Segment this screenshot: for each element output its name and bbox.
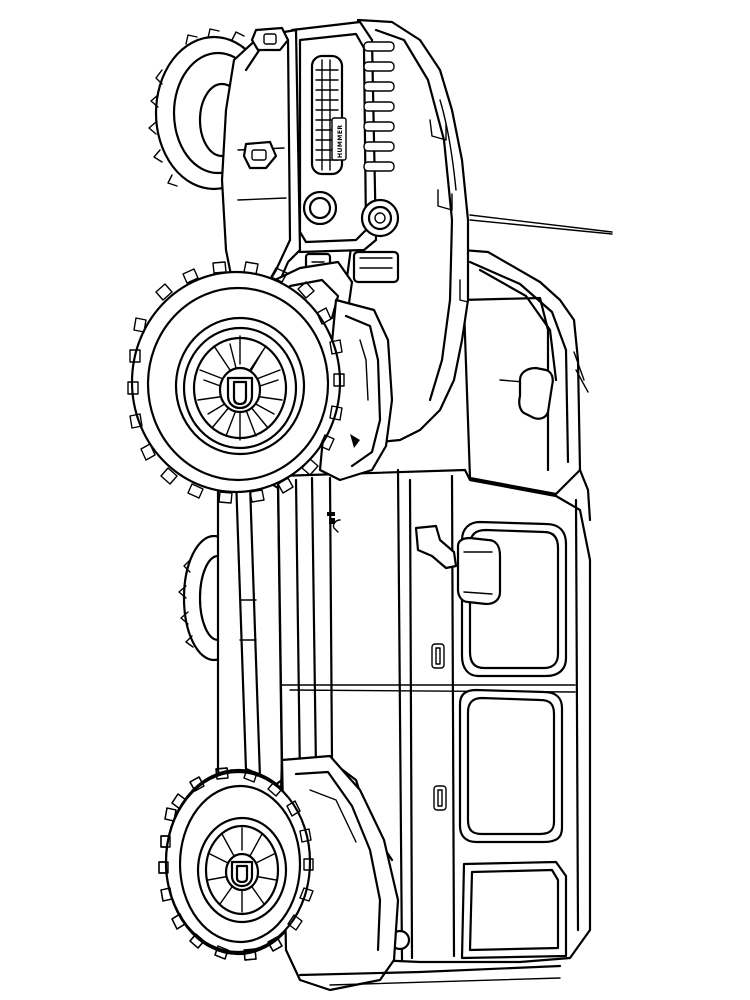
side-mirror: [414, 524, 502, 606]
door-handle-rear: [433, 785, 447, 811]
front-near-wheel: [127, 261, 345, 504]
grille-slots: [363, 41, 395, 172]
antenna: [469, 214, 613, 235]
door-handle-front: [431, 643, 445, 669]
badge-text: HUMMER: [337, 124, 344, 158]
grille-badge: HUMMER: [331, 117, 347, 161]
front-fender: [318, 298, 394, 482]
rear-near-wheel-overlay: [158, 767, 314, 961]
rim-spokes-front: [197, 335, 283, 441]
roof-windshield: [458, 248, 592, 522]
tread-front: [127, 261, 345, 504]
rear-bumper: [298, 964, 562, 986]
rear-fender: [280, 754, 400, 992]
headlights: [302, 190, 400, 238]
tow-hooks: [242, 26, 290, 170]
mesh-grille: [310, 54, 344, 176]
